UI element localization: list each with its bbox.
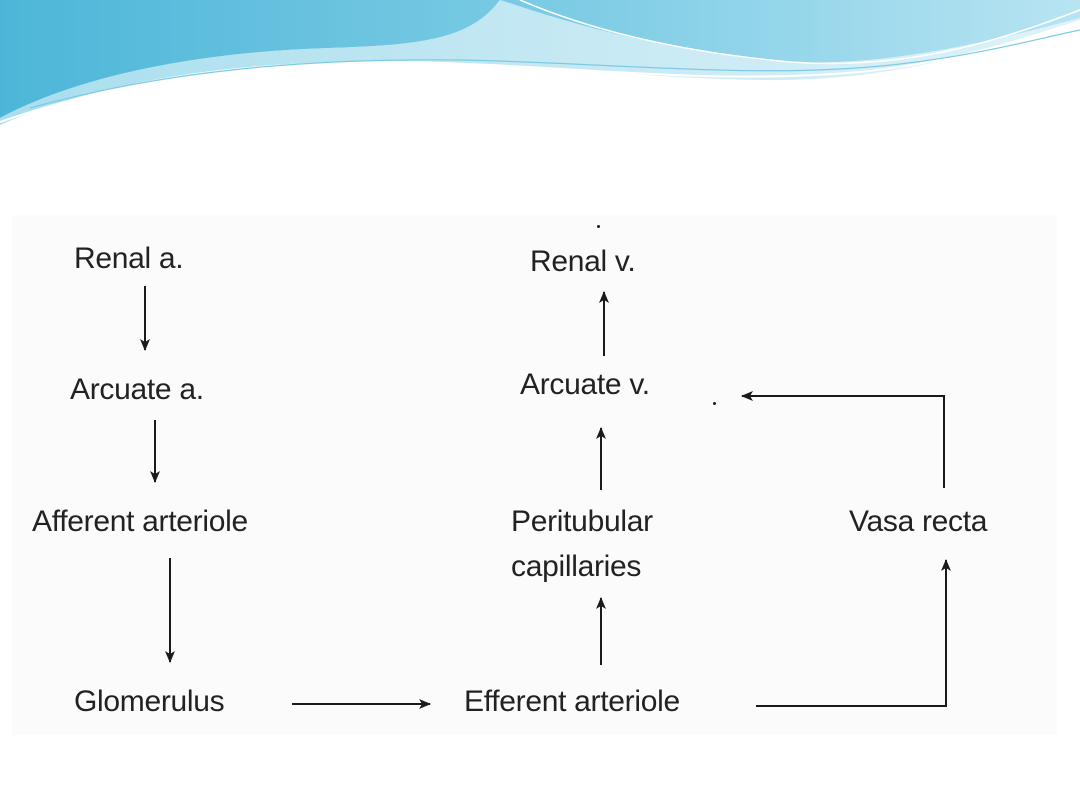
speck-mark	[597, 225, 600, 228]
wave-band-main	[0, 0, 1080, 118]
diagram-panel	[12, 215, 1057, 735]
arrow-efferent-to-vasa-recta	[756, 559, 951, 707]
wave-line-3	[519, 0, 1080, 65]
speck-mark	[713, 402, 716, 405]
node-arcuate-vein: Arcuate v.	[520, 368, 650, 401]
node-peritubular-capillaries-line1: Peritubular	[511, 505, 653, 538]
node-efferent-arteriole: Efferent arteriole	[464, 685, 680, 718]
header-wave-decoration	[0, 0, 1080, 125]
node-arcuate-artery: Arcuate a.	[70, 373, 204, 406]
node-peritubular-capillaries-line2: capillaries	[511, 550, 642, 583]
node-renal-vein: Renal v.	[530, 245, 636, 278]
node-glomerulus: Glomerulus	[74, 685, 225, 718]
node-renal-artery: Renal a.	[74, 242, 184, 275]
wave-line-2	[29, 29, 1080, 109]
arrow-vasa-recta-to-arcuate-v	[741, 391, 945, 488]
node-vasa-recta: Vasa recta	[849, 505, 988, 538]
node-afferent-arteriole: Afferent arteriole	[32, 505, 248, 538]
